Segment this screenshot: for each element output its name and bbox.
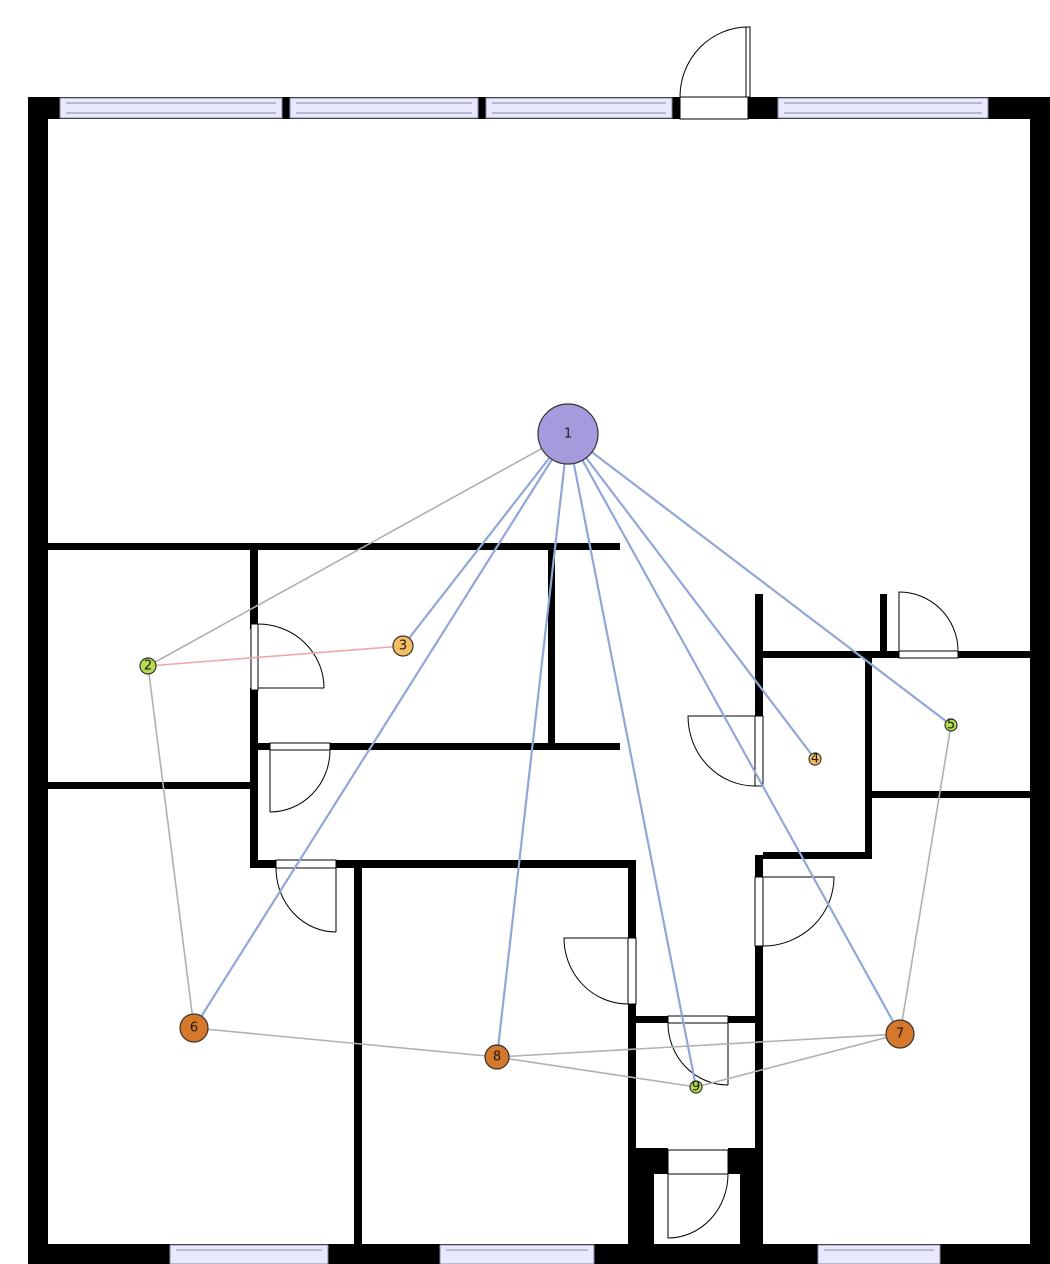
window <box>485 97 673 119</box>
node-circle <box>885 1019 915 1049</box>
edge-1-7 <box>567 433 901 1035</box>
node-1[interactable]: 1 <box>537 403 599 465</box>
node-label: 6 <box>190 1021 198 1036</box>
window <box>289 97 479 119</box>
node-circle <box>392 635 414 657</box>
window <box>169 1244 329 1264</box>
node-5[interactable]: 5 <box>944 718 958 733</box>
edge-5-7 <box>899 724 952 1035</box>
edge-1-4 <box>567 433 816 760</box>
edge-8-9 <box>496 1056 697 1088</box>
window <box>59 97 283 119</box>
edge-2-6 <box>147 665 195 1029</box>
edge-1-2 <box>147 433 569 667</box>
node-label: 4 <box>811 752 819 767</box>
edge-6-8 <box>193 1027 498 1058</box>
node-6[interactable]: 6 <box>179 1013 209 1043</box>
node-circle <box>808 752 822 766</box>
node-9[interactable]: 9 <box>689 1080 703 1095</box>
window <box>817 1244 941 1264</box>
windows-top <box>59 97 989 119</box>
wall-left <box>28 97 48 1264</box>
window <box>439 1244 595 1264</box>
interior-walls <box>48 543 1030 1264</box>
edge-2-3 <box>147 645 404 667</box>
node-label: 7 <box>896 1027 904 1042</box>
node-label: 5 <box>947 718 955 733</box>
wall-right <box>1030 97 1050 1264</box>
edge-1-5 <box>567 433 952 726</box>
node-label: 3 <box>399 639 407 654</box>
edge-1-8 <box>495 433 570 1058</box>
node-label: 1 <box>564 427 572 442</box>
node-label: 2 <box>144 659 152 674</box>
node-circle <box>944 718 958 732</box>
node-circle <box>179 1013 209 1043</box>
node-circle <box>537 403 599 465</box>
node-label: 9 <box>692 1080 700 1095</box>
node-circle <box>689 1080 703 1094</box>
edge-1-9 <box>566 433 698 1088</box>
node-circle <box>139 657 157 675</box>
graph-nodes: 1 2 3 4 5 6 7 8 9 <box>139 403 958 1095</box>
node-4[interactable]: 4 <box>808 752 822 767</box>
windows-bottom <box>169 1244 941 1264</box>
node-label: 8 <box>493 1050 501 1065</box>
edge-9-7 <box>695 1033 901 1088</box>
edge-1-6 <box>193 433 569 1029</box>
node-3[interactable]: 3 <box>392 635 414 657</box>
node-8[interactable]: 8 <box>484 1044 510 1070</box>
node-7[interactable]: 7 <box>885 1019 915 1049</box>
window <box>777 97 989 119</box>
node-circle <box>484 1044 510 1070</box>
edge-8-7 <box>496 1033 901 1058</box>
graph-edges <box>147 433 952 1088</box>
entrance-door-top <box>679 26 751 120</box>
edge-1-3 <box>402 433 569 647</box>
node-2[interactable]: 2 <box>139 657 157 675</box>
